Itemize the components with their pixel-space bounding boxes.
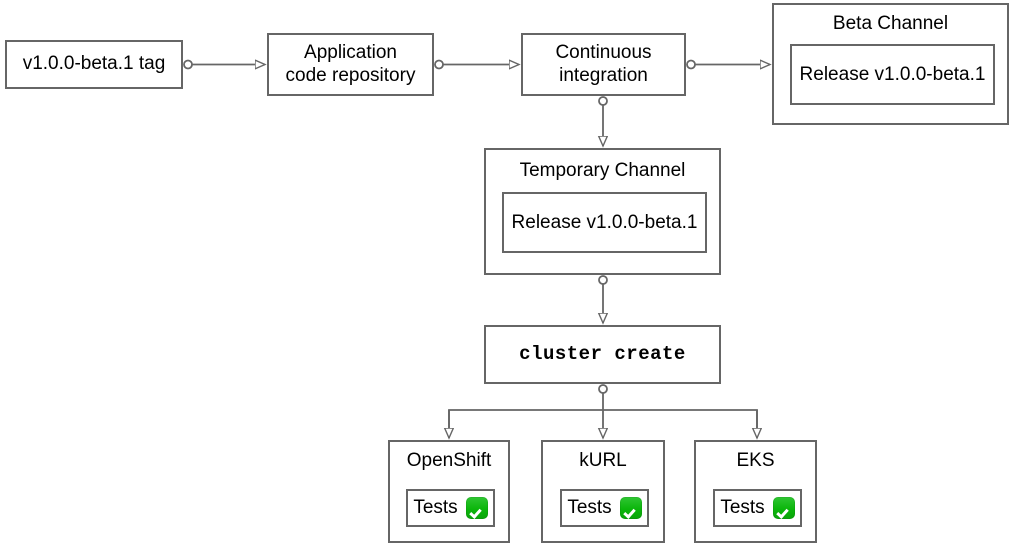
edge-ci-to-beta-channel	[686, 61, 770, 69]
beta-channel-release-box[interactable]: Release v1.0.0-beta.1	[790, 44, 995, 105]
kurl-tests-box[interactable]: Tests	[560, 489, 649, 527]
check-green-icon	[772, 497, 795, 519]
node-continuous-integration[interactable]: Continuous integration	[521, 33, 686, 96]
group-platform-eks[interactable]: EKS Tests	[694, 440, 817, 543]
node-continuous-integration-label: Continuous integration	[555, 42, 652, 86]
beta-channel-release-label: Release v1.0.0-beta.1	[799, 63, 986, 85]
node-tag-label: v1.0.0-beta.1 tag	[22, 53, 166, 75]
eks-tests-label: Tests	[720, 497, 765, 518]
kurl-tests-label: Tests	[567, 497, 612, 518]
group-platform-kurl-title: kURL	[579, 450, 627, 471]
group-beta-channel-title: Beta Channel	[832, 13, 949, 34]
check-green-icon	[465, 497, 488, 519]
edge-ci-to-temporary-channel	[599, 96, 607, 146]
node-app-code-repository-label: Application code repository	[285, 42, 416, 86]
group-temporary-channel-title: Temporary Channel	[519, 160, 686, 181]
group-temporary-channel[interactable]: Temporary Channel Release v1.0.0-beta.1	[484, 148, 721, 275]
group-platform-openshift-title: OpenShift	[406, 450, 492, 471]
group-platform-kurl[interactable]: kURL Tests	[541, 440, 665, 543]
group-beta-channel[interactable]: Beta Channel Release v1.0.0-beta.1	[772, 3, 1009, 125]
group-platform-eks-title: EKS	[736, 450, 775, 471]
node-tag[interactable]: v1.0.0-beta.1 tag	[5, 40, 183, 89]
node-cluster-create-label: cluster create	[519, 343, 686, 366]
temporary-channel-release-label: Release v1.0.0-beta.1	[511, 211, 698, 233]
openshift-tests-label: Tests	[413, 497, 458, 518]
temporary-channel-release-box[interactable]: Release v1.0.0-beta.1	[502, 192, 707, 253]
node-app-code-repository[interactable]: Application code repository	[267, 33, 434, 96]
edge-temporary-channel-to-cluster-create	[599, 275, 607, 323]
openshift-tests-box[interactable]: Tests	[406, 489, 495, 527]
edge-repo-to-ci	[434, 61, 519, 69]
node-cluster-create[interactable]: cluster create	[484, 325, 721, 384]
edge-cluster-create-to-platforms	[449, 384, 757, 438]
eks-tests-box[interactable]: Tests	[713, 489, 802, 527]
check-green-icon	[619, 497, 642, 519]
group-platform-openshift[interactable]: OpenShift Tests	[388, 440, 510, 543]
edge-tag-to-repo	[183, 61, 265, 69]
